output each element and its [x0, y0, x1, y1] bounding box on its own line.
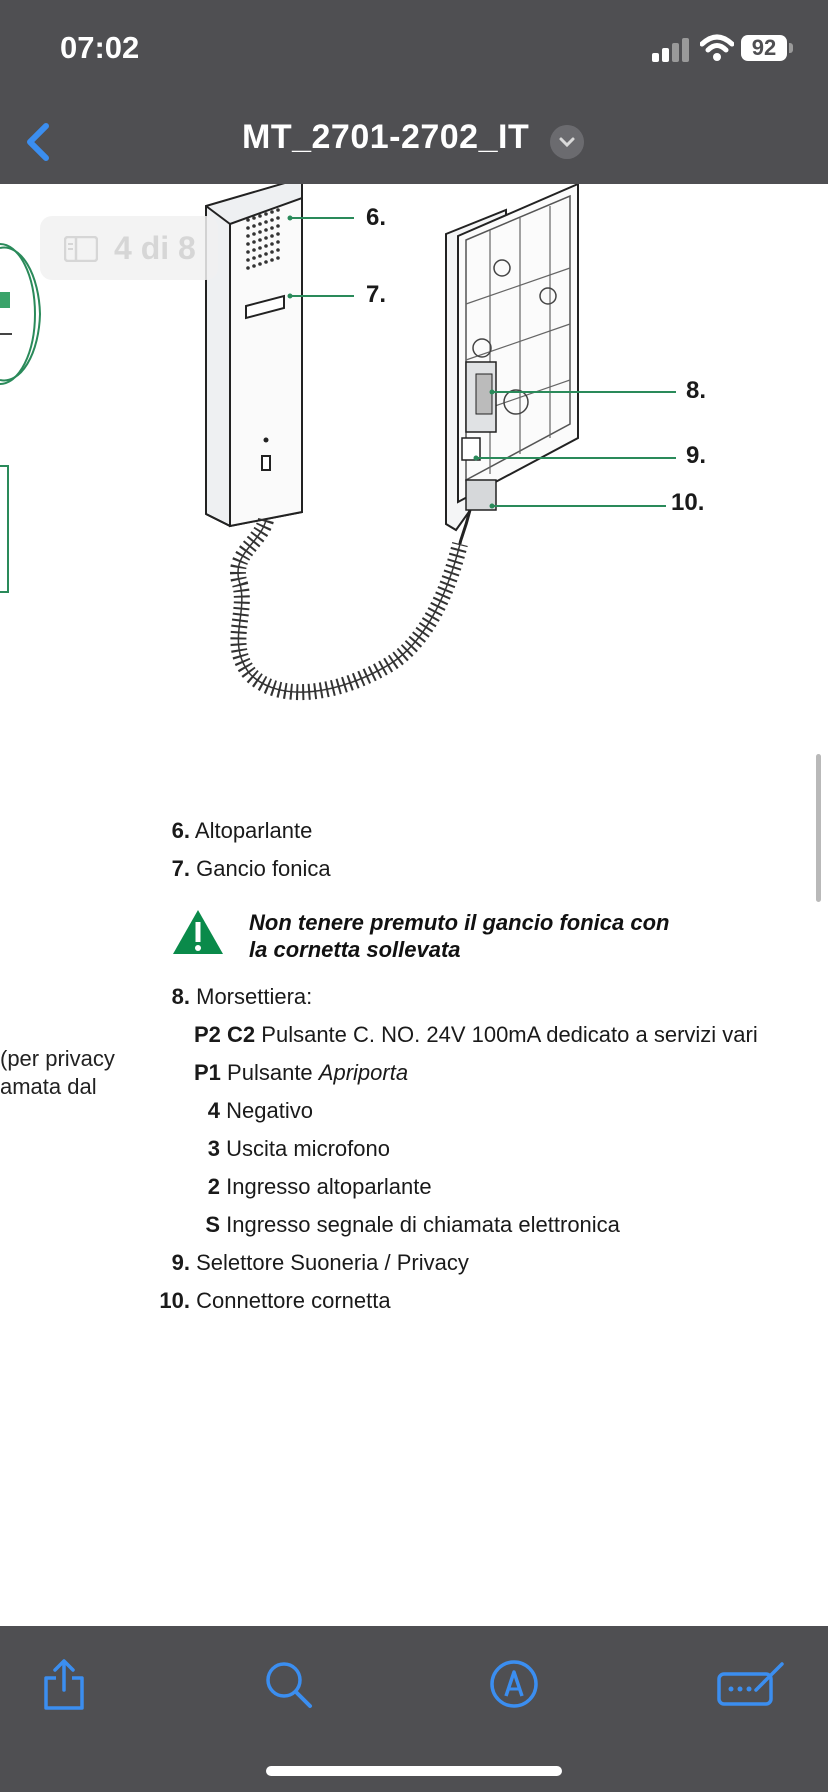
- warning-icon: [173, 910, 223, 954]
- terminal-p1: P1 Pulsante Apriporta: [194, 1060, 409, 1085]
- keyboard-edit-icon[interactable]: [716, 1656, 786, 1712]
- intercom-diagram: [205, 184, 676, 701]
- warning-line-2: la cornetta sollevata: [249, 937, 461, 962]
- battery-indicator: 92: [741, 35, 787, 61]
- status-time: 07:02: [60, 30, 140, 65]
- legend-item-7: 7. Gancio fonica: [171, 856, 331, 881]
- page-indicator: 4 di 8: [40, 216, 218, 280]
- terminal-p2-c2: P2 C2 Pulsante C. NO. 24V 100mA dedicato…: [194, 1022, 758, 1047]
- back-button[interactable]: [18, 118, 58, 166]
- callout-8: 8.: [686, 377, 707, 404]
- left-partial-figure: [0, 243, 42, 593]
- home-indicator[interactable]: [266, 1766, 562, 1776]
- terminal-s: S Ingresso segnale di chiamata elettroni…: [205, 1212, 620, 1237]
- terminal-4: 4 Negativo: [207, 1098, 313, 1123]
- callout-9: 9.: [686, 442, 707, 469]
- callout-10: 10.: [671, 489, 705, 516]
- document-title[interactable]: MT_2701-2702_IT: [242, 118, 530, 156]
- terminal-2: 2 Ingresso altoparlante: [207, 1174, 432, 1199]
- bottom-toolbar: [0, 1626, 828, 1792]
- search-icon[interactable]: [260, 1656, 316, 1712]
- page-indicator-text: 4 di 8: [114, 230, 196, 266]
- markup-icon[interactable]: [486, 1656, 542, 1712]
- left-fragment-line-1: (per privacy: [0, 1046, 115, 1071]
- battery-tip: [789, 43, 793, 53]
- chevron-down-icon[interactable]: [550, 125, 584, 159]
- terminal-3: 3 Uscita microfono: [207, 1136, 390, 1161]
- callout-7: 7.: [366, 281, 387, 308]
- document-page[interactable]: 6. 7. 8. 9. 10. 4 di 8 (per privacy amat…: [0, 184, 828, 1626]
- left-fragment-line-2: amata dal: [0, 1074, 97, 1099]
- callout-6: 6.: [366, 204, 387, 231]
- top-bar: 07:02 92 MT_2701-2702_IT: [0, 0, 828, 184]
- legend-item-10: 10. Connettore cornetta: [159, 1288, 391, 1313]
- scroll-indicator[interactable]: [816, 754, 821, 902]
- wifi-icon: [700, 34, 734, 61]
- cellular-signal-icon: [652, 38, 689, 62]
- legend-item-9: 9. Selettore Suoneria / Privacy: [171, 1250, 469, 1275]
- share-icon[interactable]: [36, 1656, 92, 1712]
- legend-item-6: 6. Altoparlante: [171, 818, 313, 843]
- sidebar-icon: [64, 236, 98, 262]
- legend-item-8: 8. Morsettiera:: [171, 984, 313, 1009]
- warning-line-1: Non tenere premuto il gancio fonica con: [249, 910, 670, 935]
